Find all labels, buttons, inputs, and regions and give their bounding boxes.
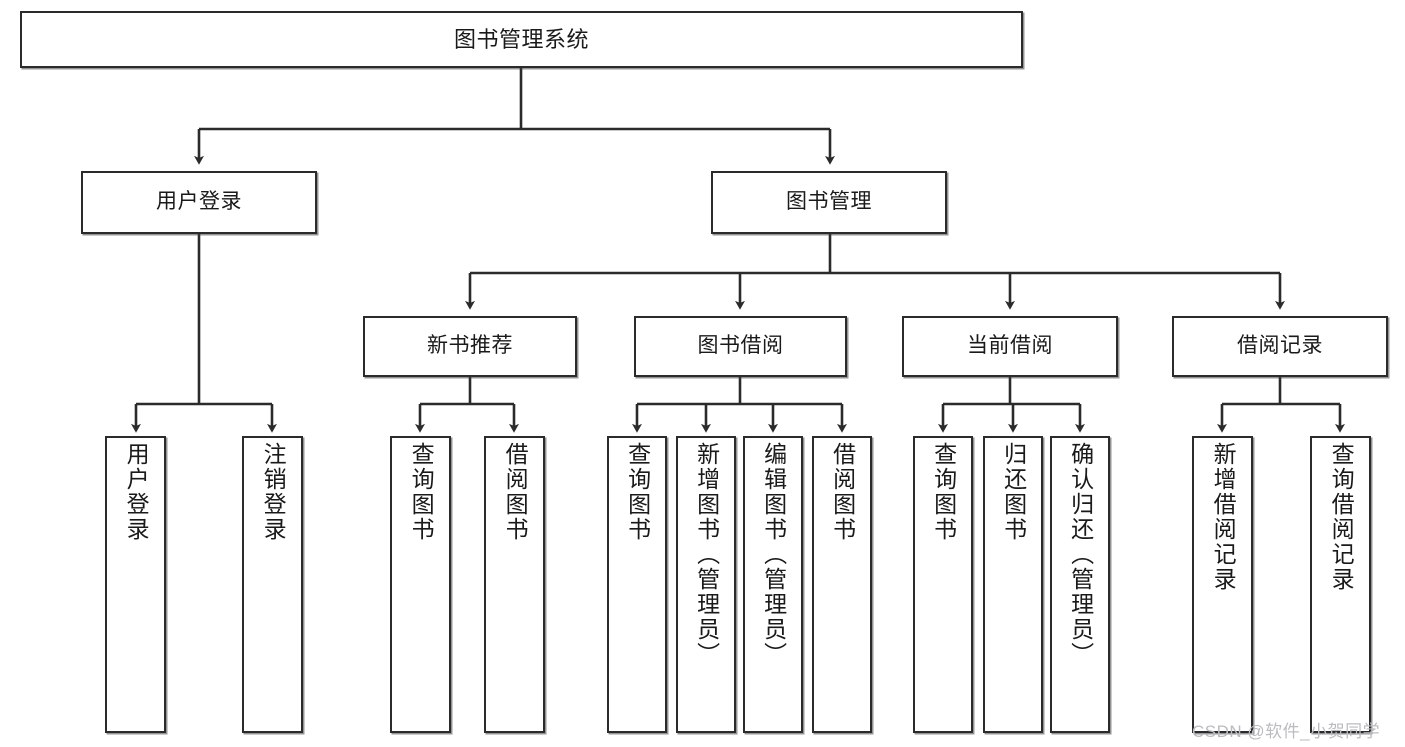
- node-label: 新增借阅记录: [1210, 442, 1237, 592]
- leaf-new-book-borrow[interactable]: 借阅图书: [484, 436, 545, 733]
- node-label: 查询图书: [930, 442, 957, 542]
- leaf-user-login-login[interactable]: 用户登录: [105, 436, 166, 733]
- leaf-book-borrow-add[interactable]: 新增图书（管理员）: [676, 436, 736, 733]
- leaf-book-borrow-edit[interactable]: 编辑图书（管理员）: [743, 436, 803, 733]
- leaf-new-book-query[interactable]: 查询图书: [390, 436, 451, 733]
- leaf-user-login-logout[interactable]: 注销登录: [242, 436, 303, 733]
- node-label: 注销登录: [260, 442, 287, 542]
- node-label: 归还图书: [1000, 442, 1027, 542]
- node-label: 查询图书: [408, 442, 435, 542]
- leaf-book-borrow-query[interactable]: 查询图书: [607, 436, 667, 733]
- node-label: 用户登录: [123, 442, 150, 542]
- csdn-watermark: CSDN @软件_小贺同学: [1192, 722, 1381, 741]
- node-book-management[interactable]: 图书管理: [711, 171, 947, 234]
- node-current-borrow[interactable]: 当前借阅: [902, 316, 1118, 377]
- node-label: 借阅图书: [502, 442, 529, 542]
- node-label: 当前借阅: [967, 334, 1053, 358]
- leaf-current-borrow-return[interactable]: 归还图书: [983, 436, 1043, 733]
- node-label: 借阅记录: [1237, 334, 1323, 358]
- node-label: 确认归还（管理员）: [1067, 442, 1094, 667]
- node-label: 图书借阅: [697, 334, 784, 358]
- node-label: 新书推荐: [427, 334, 513, 358]
- leaf-current-borrow-query[interactable]: 查询图书: [913, 436, 973, 733]
- node-book-borrow[interactable]: 图书借阅: [634, 316, 847, 377]
- node-label: 编辑图书（管理员）: [760, 442, 787, 667]
- node-label: 查询图书: [624, 442, 651, 542]
- node-label: 借阅图书: [829, 442, 856, 542]
- node-root-system[interactable]: 图书管理系统: [20, 11, 1023, 68]
- leaf-book-borrow-lend[interactable]: 借阅图书: [812, 436, 872, 733]
- node-new-book-recommend[interactable]: 新书推荐: [363, 316, 577, 377]
- node-label: 查询借阅记录: [1328, 442, 1355, 592]
- node-user-login[interactable]: 用户登录: [81, 171, 317, 234]
- node-borrow-record[interactable]: 借阅记录: [1172, 316, 1388, 377]
- node-label: 新增图书（管理员）: [693, 442, 720, 667]
- leaf-borrow-record-query[interactable]: 查询借阅记录: [1310, 436, 1371, 733]
- node-label: 图书管理系统: [453, 26, 589, 52]
- node-label: 用户登录: [156, 190, 242, 214]
- leaf-borrow-record-add[interactable]: 新增借阅记录: [1192, 436, 1253, 733]
- leaf-current-borrow-confirm[interactable]: 确认归还（管理员）: [1050, 436, 1110, 733]
- node-label: 图书管理: [786, 190, 872, 214]
